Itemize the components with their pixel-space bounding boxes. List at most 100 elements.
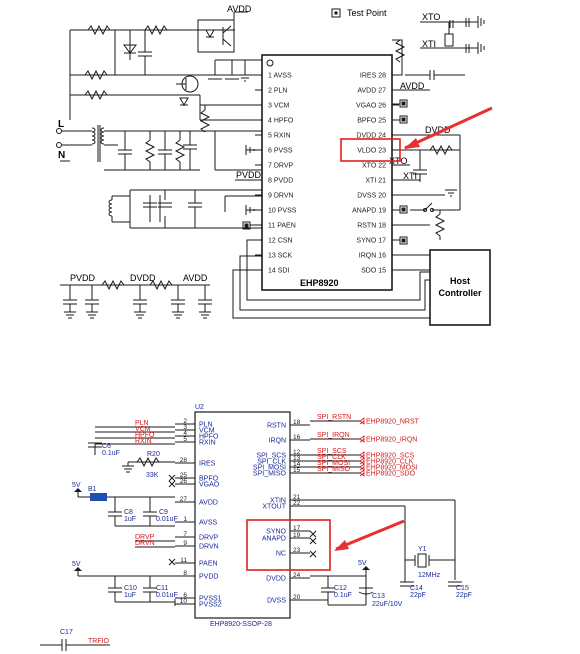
net-hpfo: HPFO bbox=[135, 432, 155, 439]
u2-pin-number: 25 bbox=[180, 472, 188, 479]
label-c6: C6 bbox=[102, 443, 111, 450]
chip-pin-right: ANAPD 19 bbox=[352, 208, 386, 215]
u2-pin-number: 9 bbox=[183, 540, 187, 547]
u2-pin-number: 7 bbox=[183, 531, 187, 538]
ground-icon bbox=[134, 311, 146, 319]
u2-pin-number: 18 bbox=[293, 419, 301, 426]
u2-part: EHP8920-SSOP-28 bbox=[210, 621, 272, 628]
label-y1: Y1 bbox=[418, 546, 427, 553]
u2-pin-name: DRVN bbox=[199, 544, 219, 551]
label-r20-value: 33K bbox=[146, 472, 159, 479]
chip-pin-right: RSTN 18 bbox=[357, 223, 386, 230]
net-spi-irqn: SPI_IRQN bbox=[317, 432, 350, 439]
highlight-arrow-bottom bbox=[335, 519, 405, 551]
ground-icon bbox=[477, 42, 485, 54]
chip-pin-right: VLDO 23 bbox=[357, 148, 386, 155]
net-trfio: TRFIO bbox=[88, 638, 110, 645]
chip-pin-left: 13 SCK bbox=[268, 253, 292, 260]
u2-pin-number: 24 bbox=[293, 572, 301, 579]
net-spi-rstn: SPI_RSTN bbox=[317, 414, 351, 421]
net-spi-mosi: SPI_MOSI bbox=[317, 460, 350, 467]
u2-pin-name: PLN bbox=[199, 422, 213, 429]
u2-pin-number: 11 bbox=[180, 557, 187, 564]
u2-pin-name: AVSS bbox=[199, 520, 217, 527]
label-b1: B1 bbox=[88, 486, 97, 493]
u2-pin-number: 13 bbox=[293, 455, 301, 462]
u2-pin-number: 17 bbox=[293, 525, 301, 532]
no-connect-icon bbox=[168, 480, 176, 488]
port-arrow-icon bbox=[359, 463, 365, 471]
port-label: EHP8920_SDO bbox=[366, 471, 416, 478]
chip-pin-left: 1 AVSS bbox=[268, 73, 292, 80]
chip-pin-right: SYNO 17 bbox=[356, 238, 386, 245]
net-drvp: DRVP bbox=[135, 534, 155, 541]
resistor bbox=[84, 69, 108, 81]
net-label-xto: XTO bbox=[422, 12, 440, 22]
chip-pin-left: 11 PAEN bbox=[268, 223, 296, 230]
label-c10: C10 bbox=[124, 585, 137, 592]
top-schematic bbox=[56, 11, 491, 326]
u2-pin-number: 14 bbox=[293, 461, 301, 468]
chip-pin-right: XTO 22 bbox=[362, 163, 386, 170]
resistor bbox=[149, 279, 173, 291]
resistor bbox=[84, 89, 108, 101]
inductor bbox=[108, 199, 113, 217]
label-c14: C14 bbox=[410, 585, 423, 592]
u2-pin-name: VCM bbox=[199, 428, 215, 435]
net-drvn: DRVN bbox=[135, 540, 155, 547]
resistor bbox=[101, 279, 125, 291]
ground-icon bbox=[238, 74, 252, 82]
resistor bbox=[144, 139, 156, 163]
host-label-line1: Host bbox=[450, 276, 470, 286]
u2-pin-number: 19 bbox=[293, 532, 301, 539]
pin1-marker bbox=[266, 59, 274, 67]
label-y1-value: 12MHz bbox=[418, 572, 441, 579]
supply-arrow-icon bbox=[362, 566, 370, 570]
u2-pin-name: PAEN bbox=[199, 561, 218, 568]
chip-pin-left: 10 PVSS bbox=[268, 208, 297, 215]
chip-pin-right: DVSS 20 bbox=[357, 193, 386, 200]
u2-pin-number: 12 bbox=[293, 449, 301, 456]
u2-pin-name: XTIN bbox=[270, 498, 286, 505]
label-c9: C9 bbox=[159, 509, 168, 516]
u2-pin-number: 10 bbox=[180, 598, 188, 605]
label-c13-value: 22uF/10V bbox=[372, 601, 403, 608]
label-l: L bbox=[58, 119, 64, 130]
crystal bbox=[444, 33, 454, 47]
highlight-box-nc-pins bbox=[246, 519, 331, 571]
chip-pin-left: 8 PVDD bbox=[268, 178, 293, 185]
resistor bbox=[394, 39, 406, 63]
u2-pin-number: 28 bbox=[180, 457, 188, 464]
u2-pin-name: AVDD bbox=[199, 500, 218, 507]
chip-pin-right: SDO 15 bbox=[361, 268, 386, 275]
u2-pin-number: 23 bbox=[293, 547, 301, 554]
u2-pin-name: PVSS1 bbox=[199, 596, 222, 603]
port-label: EHP8920_NRST bbox=[366, 419, 420, 426]
u2-pin-name: HPFO bbox=[199, 434, 219, 441]
u2-ref: U2 bbox=[195, 404, 204, 411]
no-connect-icon bbox=[168, 474, 176, 482]
label-c17: C17 bbox=[60, 629, 73, 636]
diode bbox=[179, 97, 189, 107]
u2-pin-number: 8 bbox=[183, 570, 187, 577]
u2-pin-name: NC bbox=[276, 551, 286, 558]
u2-pin-name: DVDD bbox=[266, 576, 286, 583]
u2-pin-number: 3 bbox=[183, 424, 187, 431]
test-point-icon bbox=[331, 8, 341, 18]
net-label-dvdd: DVDD bbox=[425, 125, 451, 135]
chip-pin-left: 3 VCM bbox=[268, 103, 290, 110]
chip-pin-right: XTI 21 bbox=[365, 178, 386, 185]
label-c8: C8 bbox=[124, 509, 133, 516]
chip-pin-left: 12 CSN bbox=[268, 238, 293, 245]
no-connect-icon bbox=[309, 530, 317, 538]
net-label-xti: XTI bbox=[422, 39, 436, 49]
chip-pin-right: DVDD 24 bbox=[356, 133, 386, 140]
u2-pin-name: RSTN bbox=[267, 423, 286, 430]
diode bbox=[123, 44, 137, 54]
ground-icon bbox=[445, 189, 457, 197]
u2-chip-outline bbox=[194, 411, 291, 619]
u2-pin-name: DRVP bbox=[199, 535, 219, 542]
net-spi-clk: SPI_CLK bbox=[317, 454, 346, 461]
chip-pin-left: 6 PVSS bbox=[268, 148, 293, 155]
u2-pin-number: 6 bbox=[183, 592, 187, 599]
